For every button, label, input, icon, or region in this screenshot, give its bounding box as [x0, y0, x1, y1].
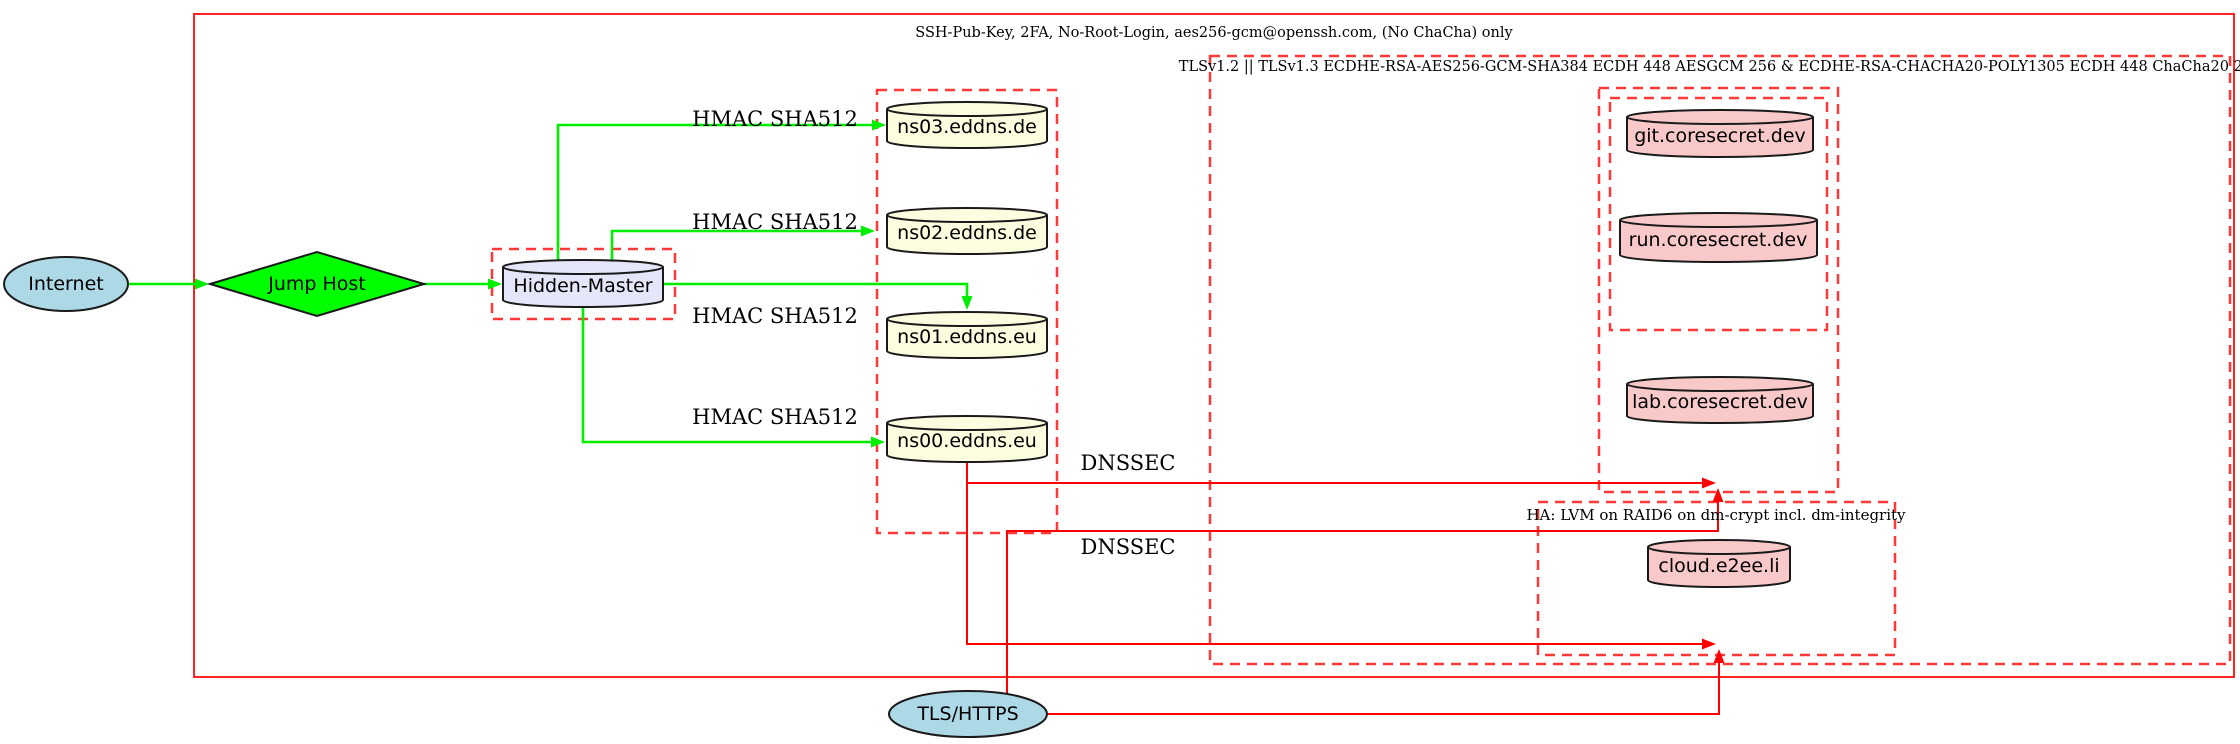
arrowhead [1702, 477, 1716, 489]
dnssec-label-1: DNSSEC [1080, 451, 1176, 475]
dev-outer-cluster-box [1597, 86, 1840, 494]
arrowhead [488, 278, 502, 290]
git-label: git.coresecret.dev [1634, 125, 1806, 147]
jump-host-label: Jump Host [268, 273, 366, 295]
hmac-sha512-label-3: HMAC SHA512 [692, 304, 858, 328]
tls-https-label: TLS/HTTPS [917, 703, 1019, 725]
ns-cluster-box [875, 88, 1059, 535]
dev-inner-cluster-box [1608, 96, 1829, 332]
arrowhead [961, 296, 973, 310]
cloud-node [1647, 539, 1791, 588]
ns00-node [886, 415, 1048, 463]
ns02-label: ns02.eddns.de [897, 222, 1037, 244]
internet-label: Internet [28, 273, 104, 295]
ns01-node [886, 311, 1048, 359]
ssh-cluster-box [193, 13, 2235, 678]
run-label: run.coresecret.dev [1628, 229, 1808, 251]
arrowhead [871, 436, 885, 448]
ns02-node [886, 207, 1048, 255]
arrowhead [1702, 638, 1716, 650]
cylinder-seam [886, 422, 1048, 431]
cylinder-seam [1626, 116, 1814, 125]
edge-hiddenmaster-to-ns03 [556, 119, 886, 261]
hmac-sha512-label-2: HMAC SHA512 [692, 210, 858, 234]
edge-ns00-to-dev-cluster [966, 462, 1716, 489]
dnssec-label-2: DNSSEC [1080, 535, 1176, 559]
hmac-sha512-label-4: HMAC SHA512 [692, 405, 858, 429]
edge-ns00-to-ha-cluster [966, 462, 1716, 650]
arrowhead [1713, 649, 1725, 663]
tls-cluster-box [1208, 54, 2232, 666]
edge-tlshttps-to-ha-cluster [1047, 649, 1725, 715]
ns03-label: ns03.eddns.de [897, 116, 1037, 138]
tls-https-node [888, 690, 1048, 738]
jump-host-node [206, 250, 428, 318]
edge-hiddenmaster-to-ns02 [610, 225, 875, 261]
cylinder-seam [502, 266, 664, 275]
cylinder-seam [886, 318, 1048, 327]
ha-cluster-label: HA: LVM on RAID6 on dm-crypt incl. dm-in… [1526, 506, 1906, 524]
run-node [1619, 212, 1818, 263]
edge-jumphost-to-hiddenmaster [424, 278, 502, 290]
ssh-cluster-label: SSH-Pub-Key, 2FA, No-Root-Login, aes256-… [915, 25, 1513, 41]
arrowhead [872, 119, 886, 131]
git-node [1626, 109, 1814, 158]
lab-node [1626, 376, 1814, 424]
internet-node [3, 256, 129, 312]
lab-label: lab.coresecret.dev [1632, 391, 1808, 413]
arrowhead [861, 225, 875, 237]
hidden-master-label: Hidden-Master [513, 275, 653, 297]
ns01-label: ns01.eddns.eu [897, 326, 1037, 348]
edge-hiddenmaster-to-ns00 [581, 307, 885, 448]
cylinder-seam [886, 108, 1048, 117]
arrowhead [1712, 488, 1724, 502]
edge-internet-to-jumphost [129, 278, 209, 290]
cylinder-seam [1647, 546, 1791, 555]
hmac-sha512-label-1: HMAC SHA512 [692, 107, 858, 131]
cylinder-seam [886, 214, 1048, 223]
ns03-node [886, 101, 1048, 149]
edge-hiddenmaster-to-ns01 [663, 282, 973, 310]
cylinder-seam [1626, 383, 1814, 392]
hidden-master-node [502, 259, 664, 308]
arrowhead [195, 278, 209, 290]
cloud-label: cloud.e2ee.li [1658, 555, 1780, 577]
edge-tlshttps-to-dev-cluster [1006, 488, 1724, 694]
cylinder-seam [1619, 219, 1818, 228]
tls-cluster-label: TLSv1.2 || TLSv1.3 ECDHE-RSA-AES256-GCM-… [1178, 59, 2240, 75]
ns00-label: ns00.eddns.eu [897, 430, 1037, 452]
